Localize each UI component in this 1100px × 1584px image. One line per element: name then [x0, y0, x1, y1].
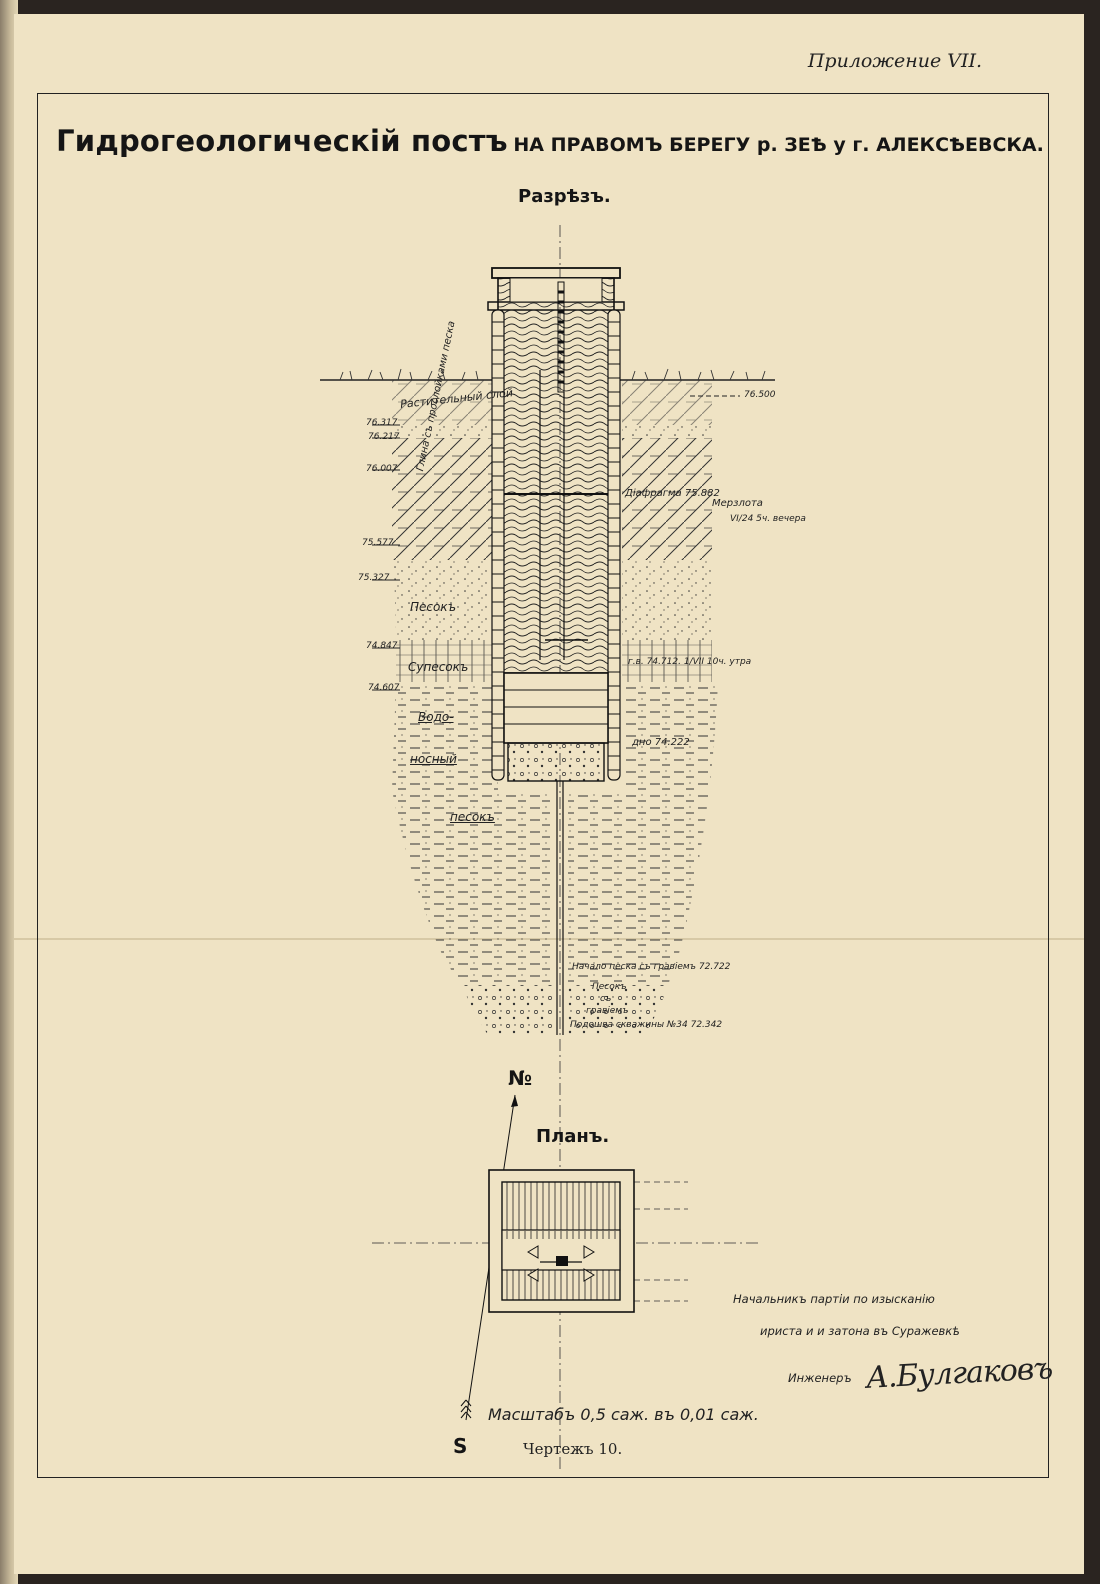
- label-aquifer-3: песокъ: [450, 810, 495, 824]
- annotation-diaphragm: Діафрагма 75.882: [625, 488, 720, 499]
- annotation-gravel-2: съ: [600, 994, 612, 1004]
- signature-line-1: Начальникъ партiи по изысканію: [733, 1292, 935, 1306]
- annotation-gravel-start: Начало песка съ гравіемъ 72.722: [572, 962, 731, 972]
- title-rest: НА ПРАВОМЪ БЕРЕГУ р. ЗЕѢ у г. АЛЕКСѢЕВСК…: [513, 134, 1044, 156]
- signature-role: Инженеръ: [788, 1371, 852, 1385]
- drawing-frame: [37, 93, 1049, 1478]
- annotation-water-level: г.в. 74.712. 1/VII 10ч. утра: [628, 657, 752, 667]
- label-sandy-loam: Супесокъ: [408, 660, 469, 674]
- annotation-bottom: дно 74.222: [632, 737, 690, 748]
- annotation-permafrost-2: VI/24 5ч. вечера: [730, 514, 806, 524]
- elevation-6: 74.847: [366, 641, 398, 651]
- elevation-7: 74.607: [368, 683, 400, 693]
- north-label: №: [508, 1066, 533, 1090]
- signature-line-2: ириста и и затона въ Суражевкѣ: [760, 1324, 960, 1338]
- section-heading: Разрѣзъ.: [518, 186, 611, 207]
- label-aquifer-2: носный: [410, 752, 457, 766]
- elevation-1: 76.317: [366, 418, 398, 428]
- label-sand: Песокъ: [410, 600, 457, 614]
- drawing-number: Чертежъ 10.: [523, 1440, 623, 1458]
- appendix-label: Приложение VII.: [807, 50, 982, 72]
- title-main: Гидрогеологическій постъ: [56, 124, 508, 158]
- annotation-gravel-3: гравіемъ: [586, 1006, 629, 1016]
- page-title: Гидрогеологическій постъ НА ПРАВОМЪ БЕРЕ…: [0, 124, 1100, 158]
- elevation-4: 75.577: [362, 538, 394, 548]
- annotation-well-bottom: Подошва скважины №34 72.342: [570, 1020, 723, 1030]
- south-label: S: [453, 1434, 468, 1458]
- plan-heading: Планъ.: [536, 1126, 610, 1147]
- elevation-2: 76.217: [368, 432, 400, 442]
- annotation-surface: 76.500: [744, 390, 776, 400]
- elevation-5: 75.327: [358, 573, 390, 583]
- annotation-permafrost-1: Мерзлота: [712, 498, 763, 509]
- scale-label: Масштабъ 0,5 саж. въ 0,01 саж.: [488, 1405, 759, 1424]
- annotation-gravel-1: Песокъ: [592, 982, 627, 992]
- label-aquifer-1: Водо-: [418, 710, 454, 724]
- book-spine: [0, 0, 18, 1584]
- elevation-3: 76.007: [366, 464, 398, 474]
